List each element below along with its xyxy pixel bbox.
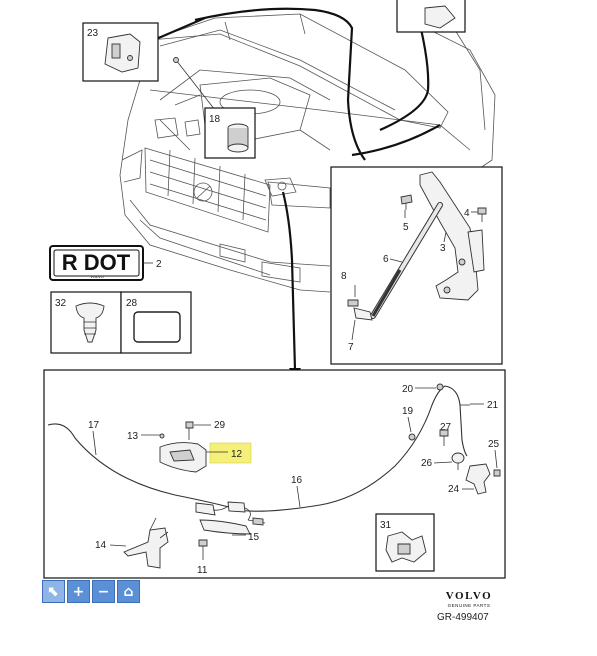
callout-17: 17 xyxy=(88,420,100,431)
brand-tagline: GENUINE PARTS xyxy=(447,603,491,608)
callout-2: 2 xyxy=(156,259,162,270)
callout-32: 32 xyxy=(55,298,67,309)
callout-27: 27 xyxy=(440,422,452,433)
callout-31: 31 xyxy=(380,520,392,531)
callout-15: 15 xyxy=(248,532,260,543)
callout-4: 4 xyxy=(464,208,470,219)
brand-logo: VOLVO xyxy=(445,590,493,602)
car-illustration xyxy=(119,13,496,293)
callout-3: 3 xyxy=(440,243,446,254)
cable-system-box[interactable] xyxy=(43,369,506,579)
callout-16: 16 xyxy=(291,475,303,486)
callout-11: 11 xyxy=(197,565,208,576)
callout-29: 29 xyxy=(214,420,226,431)
zoom-in-icon[interactable]: + xyxy=(67,580,90,603)
callout-19: 19 xyxy=(402,406,414,417)
brand-block: VOLVO GENUINE PARTS xyxy=(434,590,504,608)
highlight-part-12 xyxy=(209,442,252,464)
viewer-toolbar: ⬉ + − ⌂ xyxy=(42,580,140,603)
callout-21: 21 xyxy=(487,400,499,411)
document-id: GR-499407 xyxy=(437,612,489,623)
callout-13: 13 xyxy=(127,431,139,442)
callout-6: 6 xyxy=(383,254,389,265)
callout-24: 24 xyxy=(448,484,460,495)
home-icon[interactable]: ⌂ xyxy=(117,580,140,603)
callout-12[interactable]: 12 xyxy=(231,449,243,460)
zoom-out-icon[interactable]: − xyxy=(92,580,115,603)
callout-14: 14 xyxy=(95,540,107,551)
callout-8: 8 xyxy=(341,271,347,282)
partial-detail-box-top-left xyxy=(210,0,250,8)
label-plate[interactable]: R DOT VOLVO xyxy=(49,245,144,281)
callout-5: 5 xyxy=(403,222,409,233)
label-plate-text: R DOT xyxy=(62,250,131,275)
callout-7: 7 xyxy=(348,342,354,353)
callout-26: 26 xyxy=(421,458,433,469)
callout-18: 18 xyxy=(209,114,221,125)
label-plate-brand: VOLVO xyxy=(90,274,104,279)
callout-20: 20 xyxy=(402,384,414,395)
callout-28: 28 xyxy=(126,298,138,309)
callout-25: 25 xyxy=(488,439,500,450)
callout-23: 23 xyxy=(87,28,99,39)
cursor-icon[interactable]: ⬉ xyxy=(42,580,65,603)
